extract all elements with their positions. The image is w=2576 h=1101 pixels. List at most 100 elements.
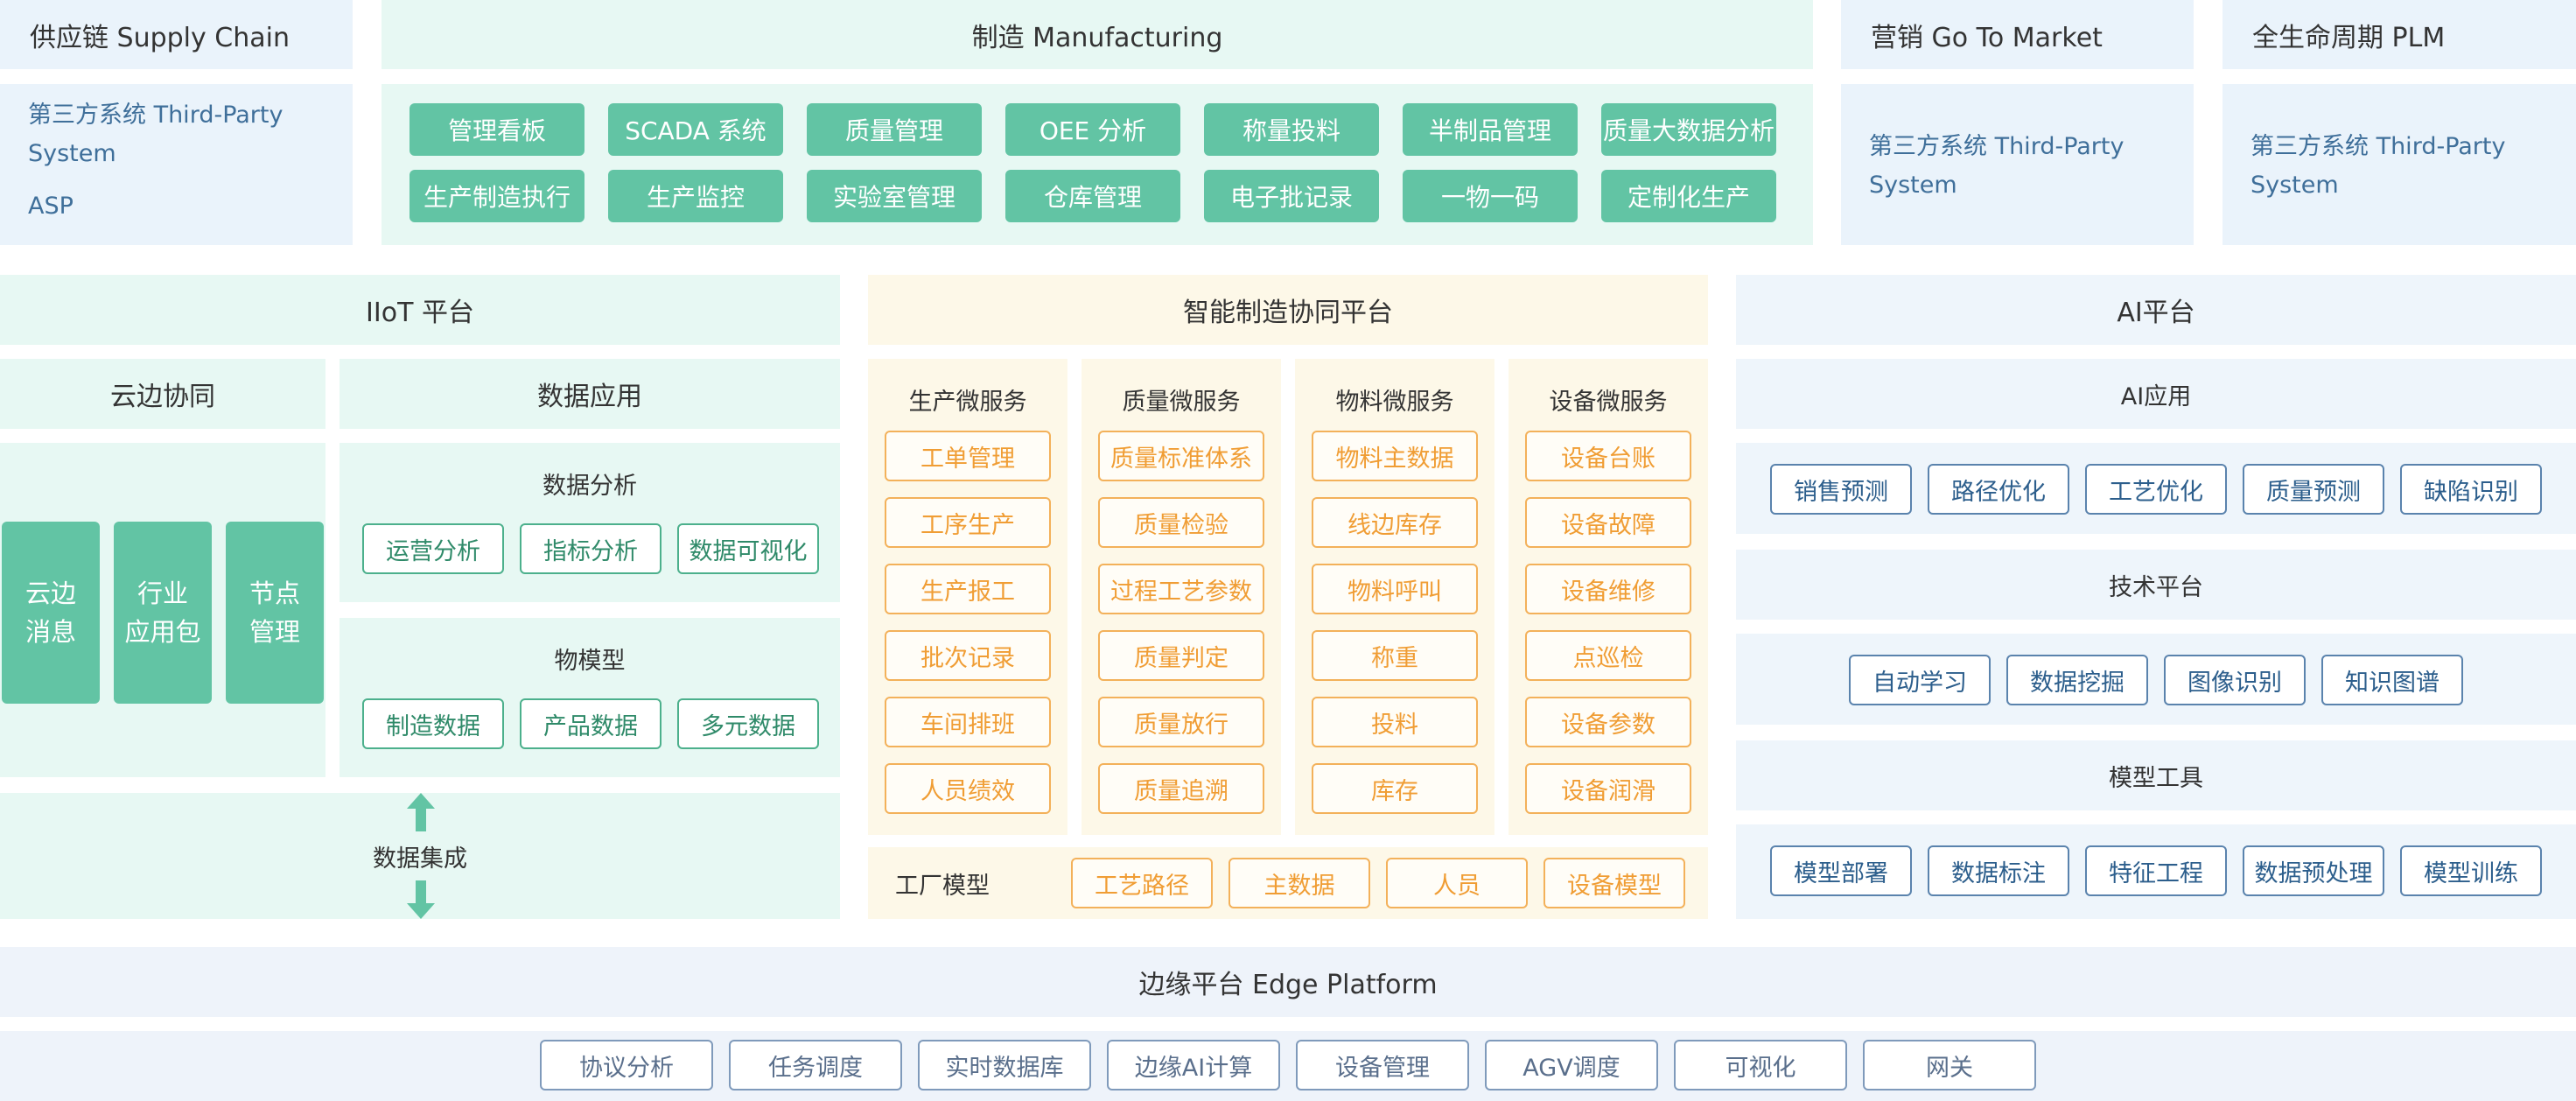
manufacturing-module-tile: 实验室管理 [807, 170, 982, 222]
microservice-item: 工单管理 [885, 431, 1051, 481]
manufacturing-module-tile: OEE 分析 [1005, 103, 1180, 156]
cloud-edge-title: 云边协同 [0, 359, 326, 429]
supply-chain-box: 第三方系统 Third-Party System ASP [0, 84, 353, 245]
iiot-platform-title: IIoT 平台 [0, 275, 840, 345]
microservice-item: 人员绩效 [885, 763, 1051, 814]
microservice-column-title: 物料微服务 [1335, 388, 1454, 416]
data-integration-panel: 数据集成 [0, 793, 840, 919]
microservice-item: 质量标准体系 [1098, 431, 1264, 481]
ai-item-box: 图像识别 [2164, 655, 2306, 705]
microservice-item: 批次记录 [885, 630, 1051, 681]
manufacturing-module-tile: 仓库管理 [1005, 170, 1180, 222]
industry-app-pack-line1: 行业 [136, 579, 188, 608]
microservice-item: 生产报工 [885, 564, 1051, 614]
microservice-item: 设备故障 [1525, 497, 1691, 548]
ai-item-box: 特征工程 [2085, 845, 2227, 896]
cloud-edge-panel: 云边 消息 行业 应用包 节点 管理 [0, 443, 326, 777]
node-management-line1: 节点 [248, 579, 300, 608]
data-analysis-title: 数据分析 [542, 472, 637, 500]
tech-platform-title: 技术平台 [1736, 550, 2576, 620]
manufacturing-module-tile: 管理看板 [410, 103, 584, 156]
microservice-item: 质量检验 [1098, 497, 1264, 548]
factory-model-item: 工艺路径 [1071, 858, 1213, 908]
data-analysis-panel: 数据分析 运营分析 指标分析 数据可视化 [340, 443, 840, 602]
manufacturing-module-tile: 质量管理 [807, 103, 982, 156]
edge-item-box: 协议分析 [540, 1040, 713, 1090]
microservice-item: 投料 [1312, 697, 1478, 747]
multi-source-data-box: 多元数据 [677, 698, 819, 749]
microservice-item: 质量判定 [1098, 630, 1264, 681]
supply-chain-third-party-line2: System [28, 140, 116, 167]
microservice-column-title: 设备微服务 [1549, 388, 1668, 416]
ai-item-box: 销售预测 [1770, 464, 1912, 515]
edge-item-box: 实时数据库 [918, 1040, 1091, 1090]
ai-application-title: AI应用 [1736, 359, 2576, 429]
edge-item-box: 网关 [1863, 1040, 2036, 1090]
go-to-market-third-party-line1: 第三方系统 Third-Party [1869, 133, 2124, 160]
plm-third-party-line2: System [2250, 172, 2339, 199]
ai-item-box: 数据预处理 [2243, 845, 2384, 896]
microservice-item: 过程工艺参数 [1098, 564, 1264, 614]
manufacturing-module-tile: 生产监控 [608, 170, 783, 222]
microservice-item: 设备台账 [1525, 431, 1691, 481]
microservice-item: 物料主数据 [1312, 431, 1478, 481]
arrow-down-icon [407, 880, 435, 919]
ai-item-box: 工艺优化 [2085, 464, 2227, 515]
edge-item-box: 任务调度 [729, 1040, 902, 1090]
ai-platform-title: AI平台 [1736, 275, 2576, 345]
arrow-up-icon [407, 793, 435, 831]
ai-item-box: 模型部署 [1770, 845, 1912, 896]
microservice-item: 质量放行 [1098, 697, 1264, 747]
factory-model-label: 工厂模型 [895, 872, 990, 900]
factory-model-panel: 工厂模型 工艺路径 主数据 人员 设备模型 [868, 847, 1708, 919]
ai-item-box: 数据标注 [1928, 845, 2069, 896]
factory-model-item: 人员 [1386, 858, 1528, 908]
smart-manufacturing-title: 智能制造协同平台 [868, 275, 1708, 345]
microservice-item: 设备润滑 [1525, 763, 1691, 814]
product-data-box: 产品数据 [520, 698, 662, 749]
ai-item-box: 数据挖掘 [2006, 655, 2148, 705]
ai-item-box: 自动学习 [1849, 655, 1991, 705]
tech-platform-panel: 自动学习数据挖掘图像识别知识图谱 [1736, 634, 2576, 725]
microservice-column: 物料微服务物料主数据线边库存物料呼叫称重投料库存 [1295, 359, 1494, 835]
manufacturing-module-tile: SCADA 系统 [608, 103, 783, 156]
data-integration-label: 数据集成 [373, 845, 467, 873]
supply-chain-third-party-line1: 第三方系统 Third-Party [28, 102, 284, 129]
microservice-item: 车间排班 [885, 697, 1051, 747]
edge-item-box: AGV调度 [1485, 1040, 1658, 1090]
microservice-column: 生产微服务工单管理工序生产生产报工批次记录车间排班人员绩效 [868, 359, 1068, 835]
manufacturing-data-box: 制造数据 [362, 698, 504, 749]
cloud-edge-message-line1: 云边 [24, 579, 76, 608]
microservice-item: 库存 [1312, 763, 1478, 814]
microservice-item: 工序生产 [885, 497, 1051, 548]
microservice-column-title: 生产微服务 [908, 388, 1027, 416]
cloud-edge-message-line2: 消息 [24, 617, 76, 647]
edge-item-box: 设备管理 [1296, 1040, 1469, 1090]
microservice-item: 质量追溯 [1098, 763, 1264, 814]
factory-model-item: 主数据 [1228, 858, 1370, 908]
microservice-item: 设备维修 [1525, 564, 1691, 614]
go-to-market-box: 第三方系统 Third-Party System [1841, 84, 2194, 245]
manufacturing-module-tile: 定制化生产 [1601, 170, 1776, 222]
edge-item-box: 边缘AI计算 [1107, 1040, 1280, 1090]
microservice-column-title: 质量微服务 [1122, 388, 1241, 416]
manufacturing-module-tile: 称量投料 [1204, 103, 1379, 156]
supply-chain-header: 供应链 Supply Chain [0, 0, 353, 69]
microservice-column: 质量微服务质量标准体系质量检验过程工艺参数质量判定质量放行质量追溯 [1082, 359, 1281, 835]
manufacturing-header: 制造 Manufacturing [382, 0, 1813, 69]
ops-analysis-box: 运营分析 [362, 523, 504, 574]
go-to-market-header: 营销 Go To Market [1841, 0, 2194, 69]
ai-item-box: 模型训练 [2400, 845, 2542, 896]
microservice-item: 点巡检 [1525, 630, 1691, 681]
manufacturing-module-tile: 质量大数据分析 [1601, 103, 1776, 156]
model-tools-panel: 模型部署数据标注特征工程数据预处理模型训练 [1736, 824, 2576, 919]
ai-item-box: 路径优化 [1928, 464, 2069, 515]
manufacturing-module-tile: 生产制造执行 [410, 170, 584, 222]
edge-item-box: 可视化 [1674, 1040, 1847, 1090]
microservice-item: 设备参数 [1525, 697, 1691, 747]
plm-header: 全生命周期 PLM [2222, 0, 2576, 69]
metric-analysis-box: 指标分析 [520, 523, 662, 574]
plm-box: 第三方系统 Third-Party System [2222, 84, 2576, 245]
manufacturing-module-tile: 电子批记录 [1204, 170, 1379, 222]
industry-app-pack-tile: 行业 应用包 [114, 522, 212, 704]
